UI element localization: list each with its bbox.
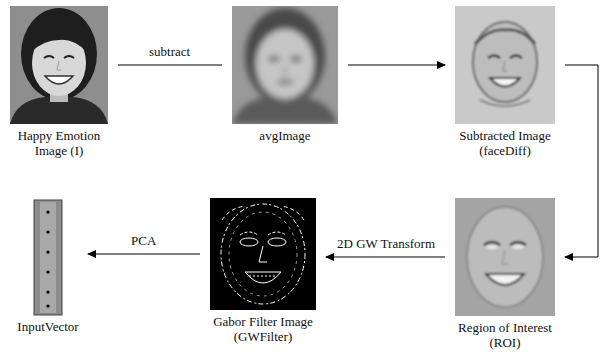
- edge-label: subtract: [147, 44, 192, 59]
- subtracted-face-image: [455, 6, 555, 124]
- flow-arrow: [88, 254, 200, 255]
- image-node: Happy Emotion Image (I): [0, 6, 118, 158]
- flow-arrow: [326, 257, 445, 258]
- flow-arrow: [565, 65, 598, 257]
- gabor-filter-image: [210, 198, 316, 310]
- image-node: InputVector: [8, 200, 88, 334]
- flow-arrow: [118, 65, 222, 66]
- image-caption: Region of Interest (ROI): [445, 320, 565, 350]
- image-caption: InputVector: [8, 319, 88, 334]
- roi-face-image: [455, 198, 555, 316]
- average-face-image: [232, 6, 338, 124]
- image-caption: Gabor Filter Image (GWFilter): [200, 314, 326, 344]
- image-node: Region of Interest (ROI): [445, 198, 565, 350]
- image-caption: Subtracted Image (faceDiff): [445, 128, 565, 158]
- input-vector-bar: [34, 200, 62, 315]
- edge-label: 2D GW Transform: [335, 236, 437, 251]
- flow-arrow: [348, 65, 445, 66]
- image-caption: Happy Emotion Image (I): [0, 128, 118, 158]
- image-node: avgImage: [222, 6, 348, 143]
- image-caption: avgImage: [222, 128, 348, 143]
- image-node: Subtracted Image (faceDiff): [445, 6, 565, 158]
- edge-label: PCA: [129, 233, 158, 248]
- happy-face-photo: [10, 6, 108, 124]
- image-node: Gabor Filter Image (GWFilter): [200, 198, 326, 344]
